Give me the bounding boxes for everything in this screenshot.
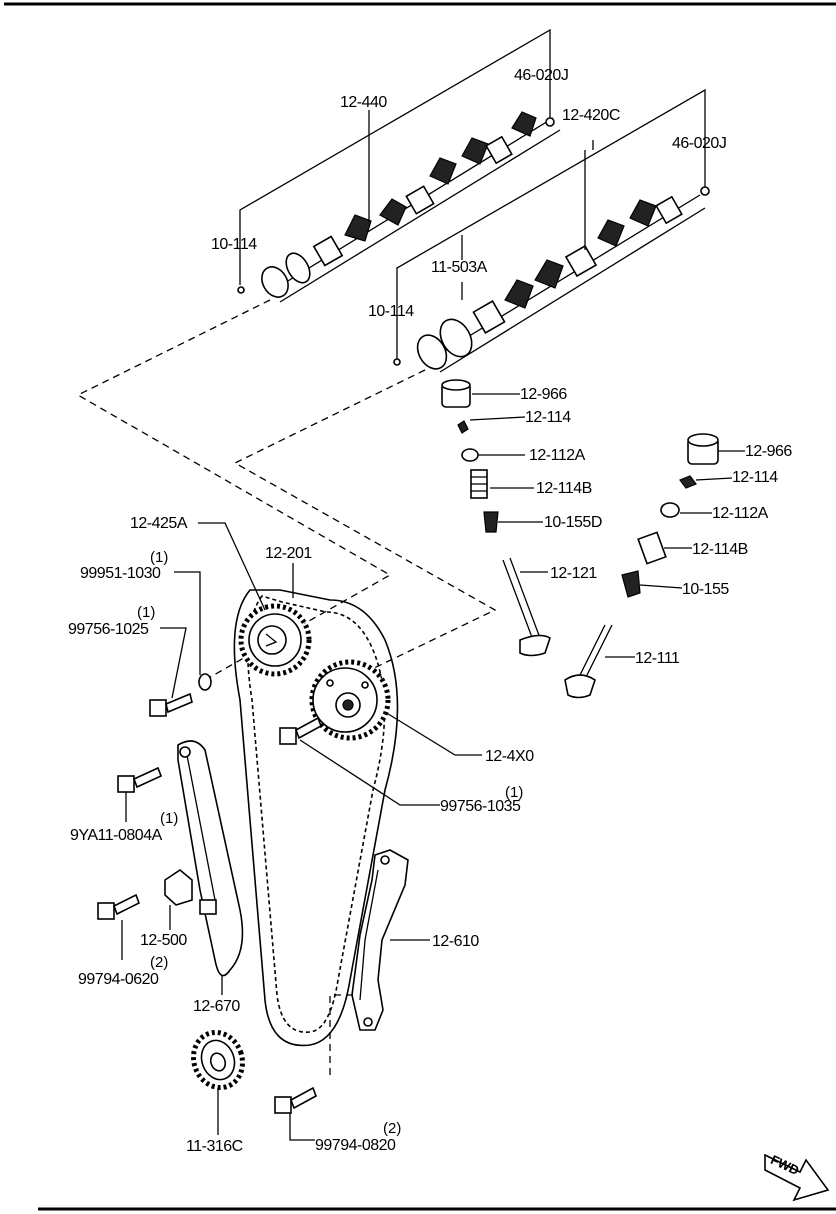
label-crank-sprocket: 11-316C bbox=[186, 1138, 243, 1155]
plug-lower-icon bbox=[700, 186, 710, 196]
label-washer: 99951-1030 bbox=[80, 565, 161, 582]
fwd-arrow-icon: FWD bbox=[764, 1152, 830, 1202]
label-chain-guide: 12-610 bbox=[432, 933, 479, 950]
label-pin-upper: 10-114 bbox=[211, 236, 257, 253]
camshaft-intake bbox=[416, 194, 706, 373]
qty-bolt-guide: (1) bbox=[160, 810, 178, 827]
tensioner-arm bbox=[177, 740, 244, 977]
bolt-vvt-icon bbox=[279, 716, 322, 745]
qty-bolt-tensioner: (2) bbox=[150, 954, 168, 971]
tensioner-icon bbox=[164, 869, 217, 915]
label-variable-valve: 12-4X0 bbox=[485, 748, 534, 765]
bolt-sprocket-icon bbox=[149, 692, 193, 717]
sprocket-exhaust bbox=[238, 603, 312, 677]
label-retainer-left: 12-112A bbox=[529, 447, 586, 464]
chain-guide bbox=[351, 849, 409, 1031]
label-chain: 12-201 bbox=[265, 545, 312, 562]
camshaft-exhaust bbox=[261, 111, 561, 303]
label-bolt-tensioner: 99794-0620 bbox=[78, 971, 159, 988]
label-dowel: 11-503A bbox=[431, 259, 488, 276]
variable-valve-actuator bbox=[309, 659, 391, 741]
label-plug-lower: 46-020J bbox=[672, 135, 726, 152]
bolt-guide-lower-icon bbox=[274, 1086, 317, 1114]
valve-stack-right bbox=[564, 433, 719, 699]
label-bolt-guide: 9YA11-0804A bbox=[70, 827, 163, 844]
label-lock-left: 12-114 bbox=[525, 409, 571, 426]
qty-bolt-sprocket: (1) bbox=[137, 604, 155, 621]
plug-upper-icon bbox=[545, 117, 555, 127]
label-camshaft-exhaust: 12-440 bbox=[340, 94, 387, 111]
label-seal-left: 10-155D bbox=[544, 514, 602, 531]
label-pin-lower: 10-114 bbox=[368, 303, 414, 320]
bolt-tensioner-icon bbox=[97, 893, 141, 920]
label-bolt-vvt: 99756-1035 bbox=[440, 798, 521, 815]
label-spring-left: 12-114B bbox=[536, 480, 592, 497]
crank-sprocket bbox=[190, 1029, 246, 1091]
label-bolt-sprocket: 99756-1025 bbox=[68, 621, 149, 638]
qty-washer: (1) bbox=[150, 549, 168, 566]
timing-chain bbox=[233, 589, 399, 1047]
label-plug-upper: 46-020J bbox=[514, 67, 568, 84]
label-tappet-right: 12-966 bbox=[745, 443, 792, 460]
label-tensioner: 12-500 bbox=[140, 932, 187, 949]
label-lock-right: 12-114 bbox=[732, 469, 778, 486]
label-tappet-left: 12-966 bbox=[520, 386, 567, 403]
label-camshaft-intake: 12-420C bbox=[562, 107, 620, 124]
label-exhaust-valve: 12-121 bbox=[550, 565, 597, 582]
label-seal-right: 10-155 bbox=[682, 581, 729, 598]
bolt-guide-icon bbox=[117, 766, 163, 793]
label-spring-right: 12-114B bbox=[692, 541, 748, 558]
label-tensioner-arm: 12-670 bbox=[193, 998, 240, 1015]
qty-bolt-guide-lower: (2) bbox=[383, 1120, 401, 1137]
label-retainer-right: 12-112A bbox=[712, 505, 769, 522]
label-sprocket-exhaust: 12-425A bbox=[130, 515, 188, 532]
washer-icon bbox=[198, 673, 212, 691]
label-bolt-guide-lower: 99794-0820 bbox=[315, 1137, 396, 1154]
label-intake-valve: 12-111 bbox=[635, 650, 680, 667]
qty-bolt-vvt: (1) bbox=[505, 784, 523, 801]
